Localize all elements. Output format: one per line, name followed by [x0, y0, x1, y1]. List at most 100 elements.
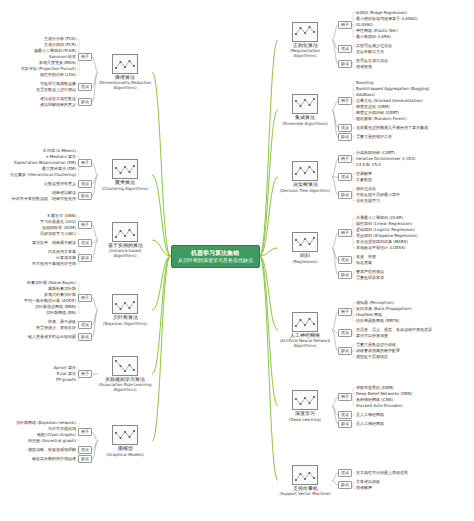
leaf-topic: 例子: [78, 53, 92, 61]
node-text: 优点: [341, 46, 349, 52]
detail-text: 趋向过拟合: [356, 186, 376, 192]
leaf-topic: 缺点: [338, 191, 352, 199]
detail-text: Stacked Auto-Encoders: [356, 403, 402, 409]
detail-text: 见人工神经网络: [356, 421, 384, 427]
leader-line: [77, 368, 92, 380]
detail-text: 分层集群 (Hierarchical Clustering): [10, 172, 76, 178]
node-text: 贝叶斯算法: [98, 315, 152, 321]
leaf-topic: 例子: [78, 159, 92, 167]
detail-text: 分类和回归树 (CART): [356, 150, 395, 156]
node-text: 优点: [81, 181, 89, 187]
node-text: 优点: [341, 257, 349, 263]
leader-line: [77, 193, 92, 199]
leaf-topic: 例子: [338, 21, 352, 29]
node-text: 图模型: [98, 446, 152, 452]
detail-text: 多项式朴素贝叶斯: [44, 292, 76, 298]
branch-connector: [152, 240, 171, 256]
node-text: 基于实例的算法: [98, 243, 152, 249]
leaf-topic: 缺点: [78, 192, 92, 200]
leaf-topic: 缺点: [338, 60, 352, 68]
detail-text: 要求严格的假设: [356, 269, 384, 275]
icon-line: [116, 431, 134, 438]
node-text: 优点: [81, 240, 89, 246]
detail-text: 无需在数据上进行假设: [36, 87, 76, 93]
node-text: (Deep Learning): [278, 417, 332, 422]
branch-connector: [92, 175, 98, 196]
detail-text: 梯度提升回归树 (GBRT): [356, 110, 399, 116]
leader-line: [77, 252, 92, 264]
detail-text: 最大期望算法 (EM): [42, 166, 76, 172]
icon-line: [296, 27, 314, 34]
node-text: (Bayesian Algorithms): [98, 321, 152, 326]
branch-topic: 集成算法(Ensemble Algorithms): [278, 94, 332, 126]
detail-text: 内存使用非常高: [48, 249, 76, 255]
node-text: 缺点: [81, 193, 89, 199]
detail-text: Deep Belief Networks (DBN): [356, 391, 412, 397]
detail-text: 针对不寻常的数据组，结果可能无用: [12, 196, 76, 202]
node-text: 关联规则学习算法: [98, 377, 152, 383]
leaf-topic: 优点: [338, 45, 352, 53]
detail-text: 学习向量量化 (LVQ): [40, 219, 76, 225]
detail-text: 本地散点平滑估计 (LOESS): [356, 245, 405, 251]
node-text: 优点: [81, 447, 89, 453]
branch-topic: 基于实例的算法(Instance-based Algorithms): [98, 222, 152, 259]
detail-text: AdaBoost: [356, 92, 375, 98]
detail-text: 祖先图 (Ancestral graph): [28, 438, 76, 444]
node-text: (Regression): [278, 259, 332, 264]
detail-text: 逻辑回归 (Logistic Regression): [356, 227, 415, 233]
leaf-topic: 例子: [78, 428, 92, 436]
node-text: 优点: [81, 322, 89, 328]
branch-topic: 贝叶斯算法(Bayesian Algorithms): [98, 294, 152, 326]
branch-connector: [92, 298, 98, 310]
detail-text: 见人工神经网络: [356, 412, 384, 418]
detail-text: 可能会陷于局部最小值中: [356, 192, 400, 198]
detail-text: K-均值 (k-Means): [43, 148, 76, 154]
detail-text: 需要大量的维护工作: [356, 134, 392, 140]
branch-connector: [92, 310, 98, 337]
detail-text: 知名度高: [356, 260, 372, 266]
branch-topic: 回归(Regression): [278, 232, 332, 264]
detail-text: 当前最先进的预测几乎都使用了算法集成: [356, 125, 428, 131]
leader-line: [77, 322, 92, 328]
detail-text: GLASSO: [356, 22, 372, 28]
branch-connector: [260, 256, 279, 481]
algorithm-icon: [292, 390, 318, 410]
node-text: (Graphical Models): [98, 452, 152, 457]
branch-topic: 聚类算法(Clustering Algorithms): [98, 159, 152, 191]
node-text: 优点: [341, 330, 349, 336]
node-text: (Clustering Algorithms): [98, 186, 152, 191]
detail-text: 所需资源少、表现良好: [36, 325, 76, 331]
algorithm-icon: [112, 356, 138, 376]
leaf-topic: 缺点: [338, 347, 352, 355]
detail-text: 快速、易于训练: [48, 319, 76, 325]
node-text: 正则化算法: [278, 43, 332, 49]
detail-text: Bootstrapped Aggregation (Bagging): [356, 86, 430, 92]
detail-text: C4.5 和 C5.0: [356, 162, 381, 168]
detail-text: 偏最小二乘回归 (PLSR): [34, 48, 76, 54]
branch-topic: 关联规则学习算法(Association Rule Learning Algor…: [98, 356, 152, 393]
leaf-topic: 优点: [78, 83, 92, 91]
node-text: 优点: [81, 84, 89, 90]
leader-line: [77, 39, 92, 75]
detail-text: 卷积神经网络 (CNN): [356, 397, 393, 403]
algorithm-icon: [292, 465, 318, 485]
branch-topic: 深度学习(Deep Learning): [278, 390, 332, 422]
detail-text: Eclat 算法: [57, 371, 76, 377]
algorithm-icon: [292, 22, 318, 42]
algorithm-icon: [292, 232, 318, 252]
leaf-topic: 例子: [338, 97, 352, 105]
leaf-topic: 例子: [338, 229, 352, 237]
algorithm-icon: [112, 425, 138, 445]
node-text: 降维算法: [98, 75, 152, 81]
detail-text: Expectation Maximization (EM): [14, 160, 76, 166]
detail-text: 难以理解结果的意义: [40, 102, 76, 108]
leaf-topic: 优点: [338, 256, 352, 264]
detail-text: 感知器 (Perceptron): [356, 300, 394, 306]
icon-line: [116, 230, 134, 237]
leaf-topic: 例子: [338, 393, 352, 401]
node-text: 缺点: [81, 255, 89, 261]
branch-connector: [260, 256, 279, 406]
node-text: 例子: [81, 54, 89, 60]
central-topic: 机器学习算法集锦从贝叶斯到深度学习及各自优缺点: [171, 245, 260, 268]
